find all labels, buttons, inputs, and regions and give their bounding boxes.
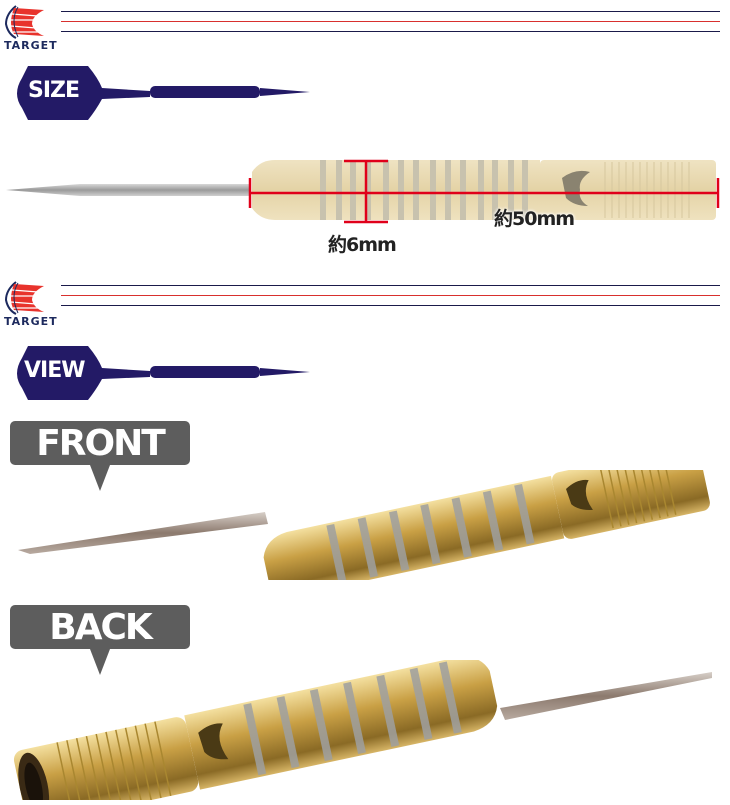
size-label: SIZE [28,78,80,103]
dart-barrel-front-illustration [18,444,710,595]
header-rule-middle [61,21,720,22]
dart-flight-icon [17,66,310,120]
view-section-heading: VIEW [10,344,310,402]
header-rule-middle [61,295,720,296]
front-label: FRONT [36,422,166,464]
header-rule-top [61,285,720,286]
front-label-bubble: FRONT [10,421,190,491]
diameter-measurement: 約6mm [328,234,397,256]
dart-barrel-back-illustration [13,656,712,805]
dart-front-image [0,444,730,595]
target-logo-icon [4,5,44,39]
dart-size-illustration [6,159,720,224]
back-label: BACK [49,606,153,648]
header-rule-top [61,11,720,12]
dart-back-image [0,656,730,805]
target-logo: TARGET [2,278,62,330]
size-section-heading: SIZE [10,64,310,122]
header-rule-bottom [61,305,720,306]
length-measurement: 約50mm [494,208,575,230]
dart-flight-icon [17,346,310,400]
header-rule-bottom [61,31,720,32]
target-logo-text: TARGET [4,315,58,328]
target-logo: TARGET [2,2,62,54]
size-diagram: 約6mm 約50mm [0,150,730,260]
target-logo-icon [4,281,44,315]
target-logo-text: TARGET [4,39,58,52]
back-label-bubble: BACK [10,605,190,675]
view-label: VIEW [24,358,86,383]
